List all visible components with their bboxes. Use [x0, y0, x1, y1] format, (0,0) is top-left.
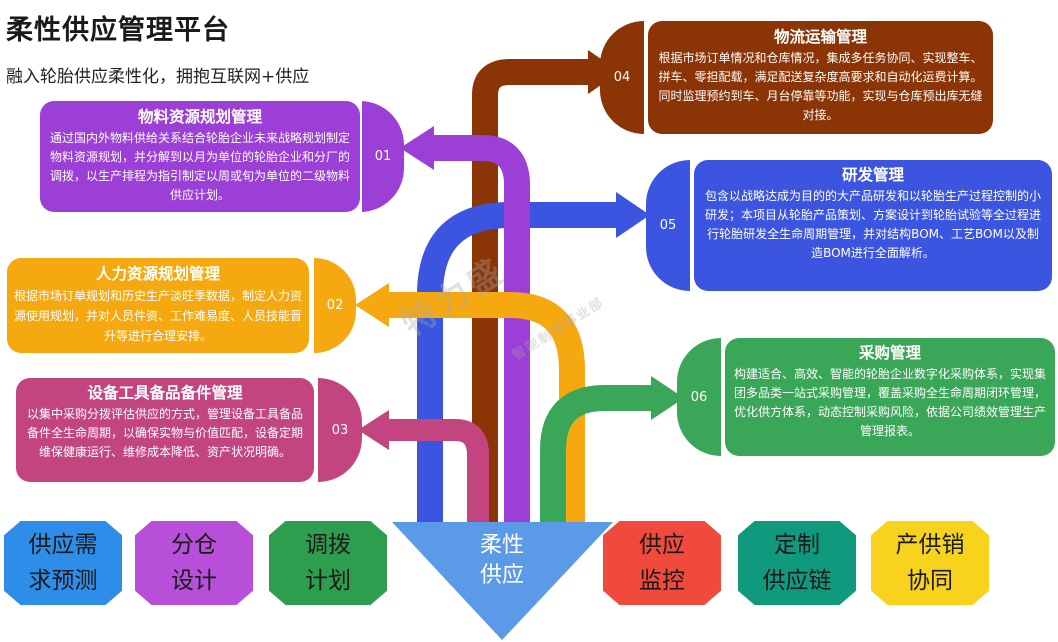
tile-supply-monitoring: 供应监控 — [603, 521, 721, 605]
tile-sop-collaboration: 产供销协同 — [871, 521, 989, 605]
card-title: 研发管理 — [841, 166, 904, 184]
arrowhead-06 — [651, 376, 684, 420]
center-funnel — [392, 522, 613, 640]
card-title: 物料资源规划管理 — [137, 108, 262, 126]
center-label-line2: 供应 — [479, 563, 524, 588]
flow-arrow-01 — [430, 135, 530, 530]
flow-arrow-03 — [385, 419, 489, 530]
tile-line1: 分仓 — [171, 532, 217, 558]
card-material-planning: 物料资源规划管理 通过国内外物料供给关系结合轮胎企业未来战略规划制定物料资源规划… — [40, 101, 360, 212]
tile-line1: 供应需 — [28, 532, 98, 558]
tile-line2: 协同 — [907, 568, 953, 594]
card-body: 以集中采购分拨评估供应的方式，管理设备工具备品备件全生命周期，以确保实物与价值匹… — [26, 407, 303, 459]
arrowhead-03 — [358, 410, 389, 450]
arrowhead-01 — [400, 126, 434, 170]
arrowhead-05 — [616, 192, 650, 238]
tile-line2: 供应链 — [762, 568, 832, 594]
tile-line1: 产供销 — [895, 532, 965, 558]
flow-arrow-02 — [385, 292, 585, 530]
card-title: 设备工具备品备件管理 — [87, 384, 243, 402]
tile-line2: 计划 — [305, 568, 351, 594]
card-body: 包含以战略达成为目的的大产品研发和以轮胎生产过程控制的小研发；本项目从轮胎产品策… — [704, 189, 1041, 260]
card-body: 通过国内外物料供给关系结合轮胎企业未来战略规划制定物料资源规划，并分解到以月为单… — [49, 131, 350, 202]
tile-line2: 监控 — [639, 568, 685, 594]
card-title: 物流运输管理 — [773, 28, 867, 46]
card-number-05: 05 — [646, 160, 690, 291]
flow-arrow-04 — [472, 59, 590, 530]
tile-allocation-plan: 调拨计划 — [269, 521, 387, 605]
tile-custom-supply-chain: 定制供应链 — [738, 521, 856, 605]
flow-arrow-05 — [417, 202, 620, 530]
card-body: 根据市场订单情况和仓库情况，集成多任务协同、实现整车、拼车、零担配载，满足配送复… — [658, 51, 983, 122]
card-number-06: 06 — [677, 338, 721, 456]
page-title: 柔性供应管理平台 — [6, 15, 230, 46]
tile-line1: 定制 — [774, 532, 820, 558]
card-body: 构建适合、高效、智能的轮胎企业数字化采购体系，实现集团多品类一站式采购管理，覆盖… — [733, 367, 1046, 438]
page-subtitle: 融入轮胎供应柔性化，拥抱互联网+供应 — [6, 67, 310, 87]
card-hr-planning: 人力资源规划管理 根据市场订单规划和历史生产淡旺季数据，制定人力资源使用规划，并… — [7, 258, 309, 353]
center-label: 柔性 供应 — [452, 531, 552, 591]
card-number-01: 01 — [360, 101, 404, 212]
tile-demand-forecast: 供应需求预测 — [4, 521, 122, 605]
tile-warehouse-design: 分仓设计 — [135, 521, 253, 605]
tile-line1: 调拨 — [305, 532, 351, 558]
card-rnd: 研发管理 包含以战略达成为目的的大产品研发和以轮胎生产过程控制的小研发；本项目从… — [694, 160, 1052, 291]
card-title: 人力资源规划管理 — [95, 265, 220, 283]
center-label-line1: 柔性 — [479, 533, 524, 558]
tile-line2: 求预测 — [28, 568, 98, 594]
card-body: 根据市场订单规划和历史生产淡旺季数据，制定人力资源使用规划，并对人员件资、工作难… — [13, 289, 302, 343]
arrowhead-02 — [355, 283, 389, 327]
card-title: 采购管理 — [858, 344, 921, 362]
card-equipment-spares: 设备工具备品备件管理 以集中采购分拨评估供应的方式，管理设备工具备品备件全生命周… — [16, 378, 314, 482]
card-procurement: 采购管理 构建适合、高效、智能的轮胎企业数字化采购体系，实现集团多品类一站式采购… — [725, 338, 1055, 456]
card-number-04: 04 — [600, 21, 644, 134]
tile-line1: 供应 — [639, 532, 685, 558]
card-logistics: 物流运输管理 根据市场订单情况和仓库情况，集成多任务协同、实现整车、拼车、零担配… — [648, 21, 993, 134]
tile-line2: 设计 — [171, 568, 217, 594]
flow-arrow-06 — [540, 385, 655, 530]
